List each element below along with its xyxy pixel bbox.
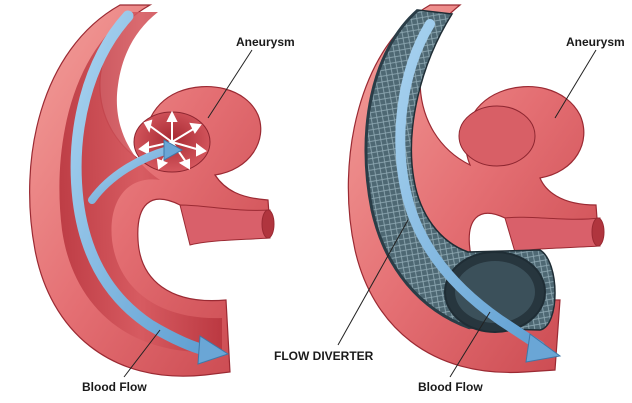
left-side-branch [180,205,270,245]
right-aneurysm-label: Aneurysm [566,35,625,49]
flow-diverter-label: FLOW DIVERTER [274,349,374,363]
left-blood-flow-label: Blood Flow [82,380,147,394]
left-panel [30,5,274,377]
right-blood-flow-label: Blood Flow [418,380,483,394]
right-panel [338,5,604,377]
left-aneurysm-label: Aneurysm [236,35,295,49]
right-side-branch [505,217,600,252]
right-aneurysm-sac [459,106,535,166]
